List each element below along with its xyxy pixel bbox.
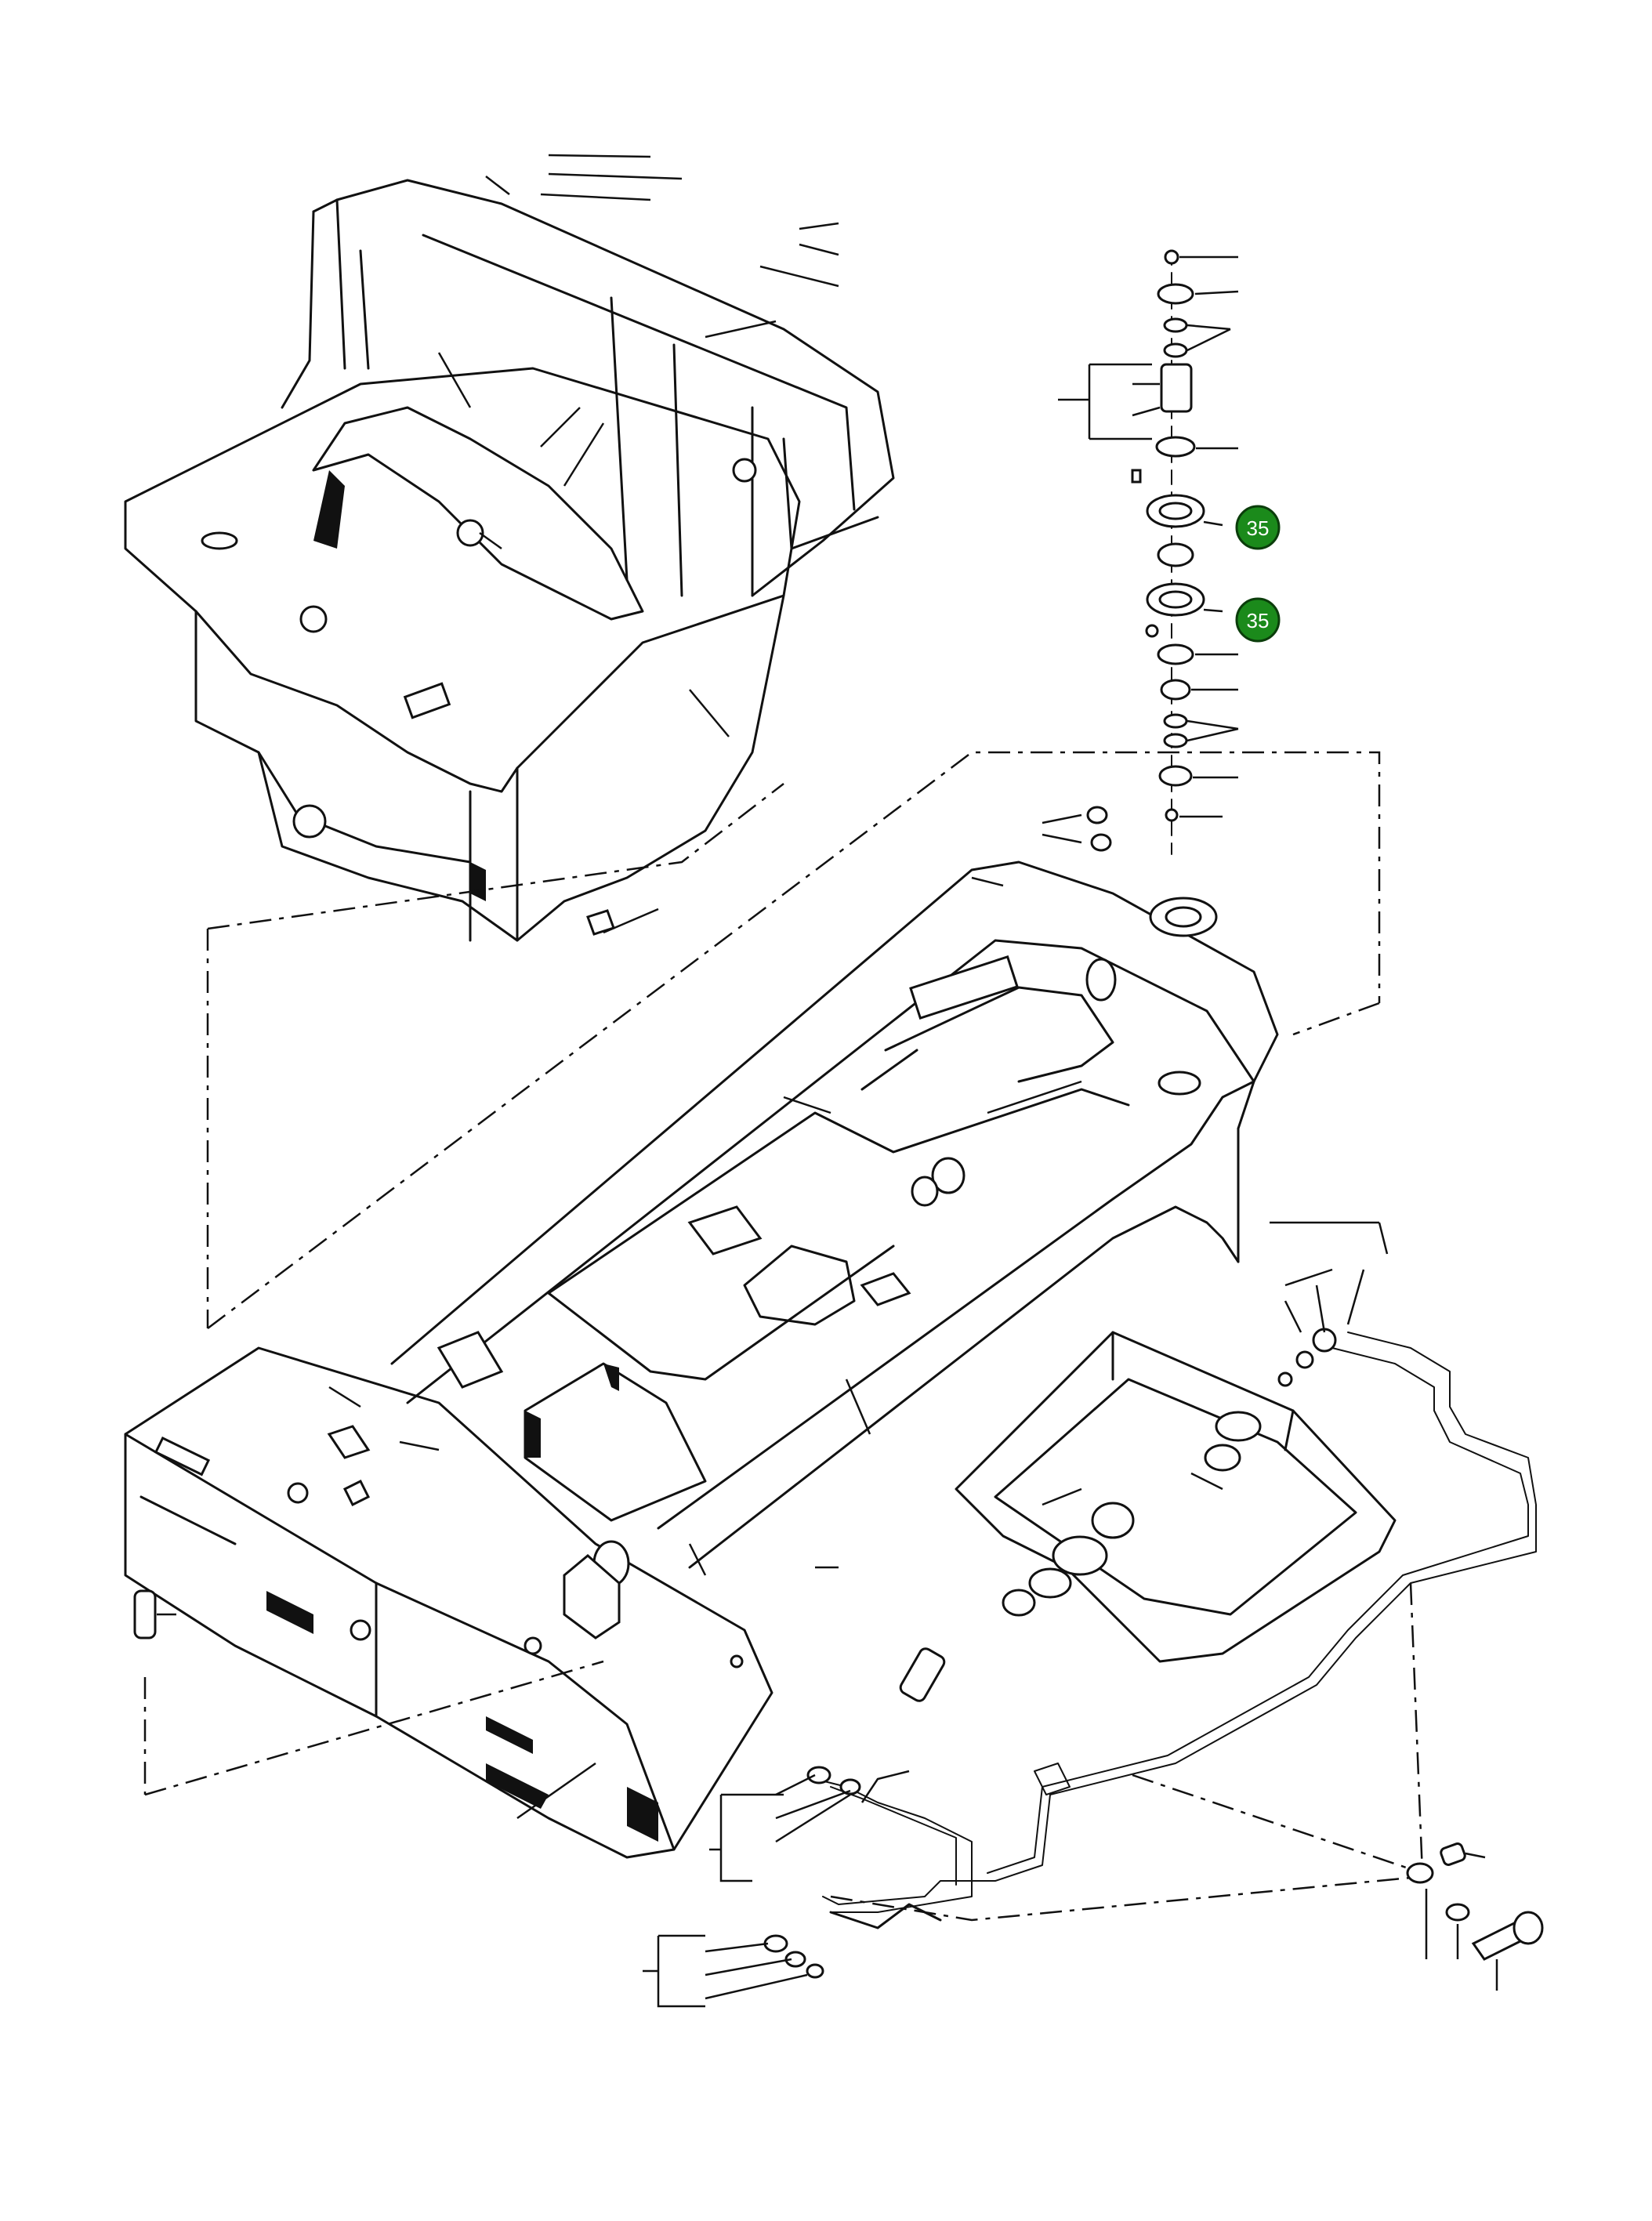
front-bumper: [124, 1346, 773, 1859]
callout-lower[interactable]: 35: [1235, 597, 1281, 643]
front-frame-assembly: [124, 179, 895, 942]
callout-lower-circle[interactable]: [1235, 597, 1281, 643]
callout-upper-circle[interactable]: [1235, 505, 1281, 550]
bumper-leaders: [328, 813, 1082, 1820]
kingpin-stack: [1058, 249, 1239, 855]
bumper-pin: [133, 1589, 176, 1639]
callout-upper-label: 35: [1247, 516, 1270, 540]
callout-upper[interactable]: 35: [1235, 505, 1281, 550]
assembly-boundaries: [143, 751, 1424, 1922]
main-chassis: [390, 806, 1279, 1569]
rear-cradle: [822, 1221, 1537, 1905]
callout-lower-label: 35: [1247, 609, 1270, 632]
front-frame-leaders: [437, 154, 839, 934]
lower-fittings: [643, 1763, 1544, 2008]
